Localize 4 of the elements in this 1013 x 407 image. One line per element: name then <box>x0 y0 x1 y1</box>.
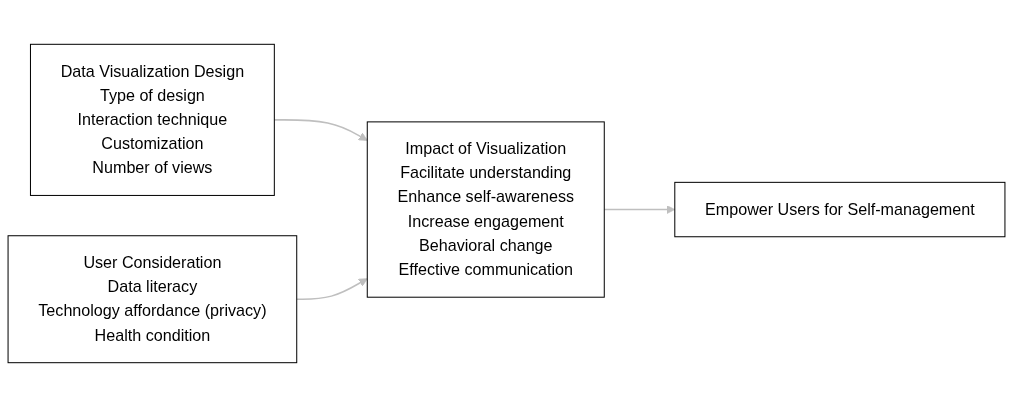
node-box: Data Visualization Design Type of design Interaction technique Customization Number of views <box>29 43 275 196</box>
node-box: Empower Users for Self-management <box>674 181 1006 238</box>
node-box: Impact of Visualization Facilitate understanding Enhance self-awareness Increase engagement Behavioral change Effective communication <box>366 121 605 298</box>
node-box: User Consideration Data literacy Technology affordance (privacy) Health condition <box>7 235 298 364</box>
